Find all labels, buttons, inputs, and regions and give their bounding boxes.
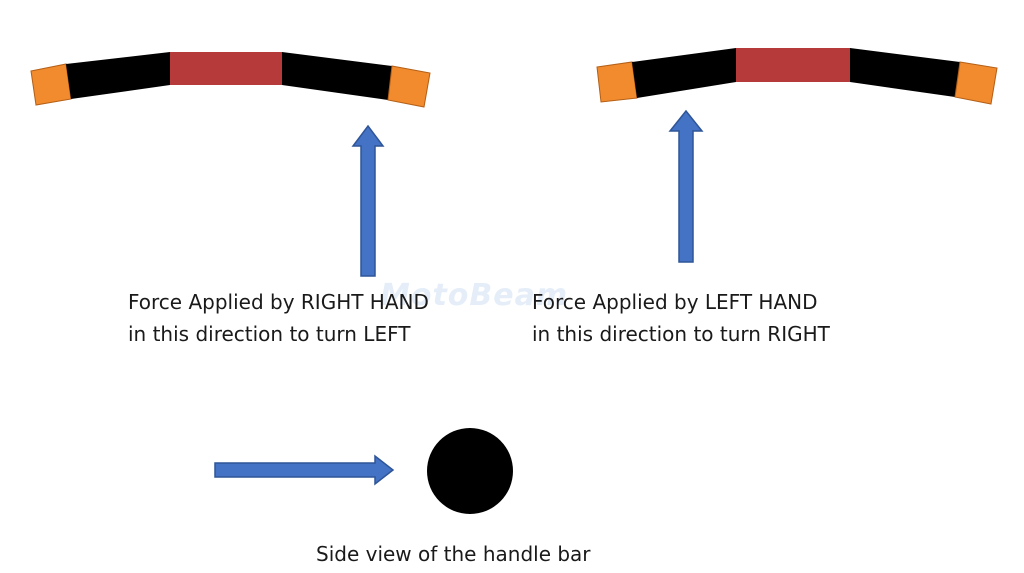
grip-end-left [596,61,638,103]
grip-end-left [30,63,72,106]
grip-end-right [387,65,431,108]
caption-right-hand-line2: in this direction to turn LEFT [128,322,411,346]
caption-left-hand: Force Applied by LEFT HAND in this direc… [532,286,830,350]
caption-side-view: Side view of the handle bar [316,542,591,566]
caption-left-hand-line2: in this direction to turn RIGHT [532,322,830,346]
handlebar-center [736,48,850,82]
force-arrow-up-left-hand [668,109,704,263]
caption-right-hand: Force Applied by RIGHT HAND in this dire… [128,286,429,350]
force-arrow-up-right-hand [351,124,385,277]
grip-end-right [954,61,998,105]
force-arrow-side-view [214,454,395,486]
grip-right [282,52,392,100]
watermark-logo: MotoBeam [380,278,569,313]
caption-right-hand-line1: Force Applied by RIGHT HAND [128,290,429,314]
handlebar-top-view-left [30,52,431,108]
grip-left [632,48,736,98]
grip-left [66,52,170,99]
grip-right [850,48,960,97]
handlebar-center [170,52,282,85]
handle-bar-cross-section [427,428,513,514]
caption-left-hand-line1: Force Applied by LEFT HAND [532,290,818,314]
handlebar-top-view-right [596,48,998,105]
